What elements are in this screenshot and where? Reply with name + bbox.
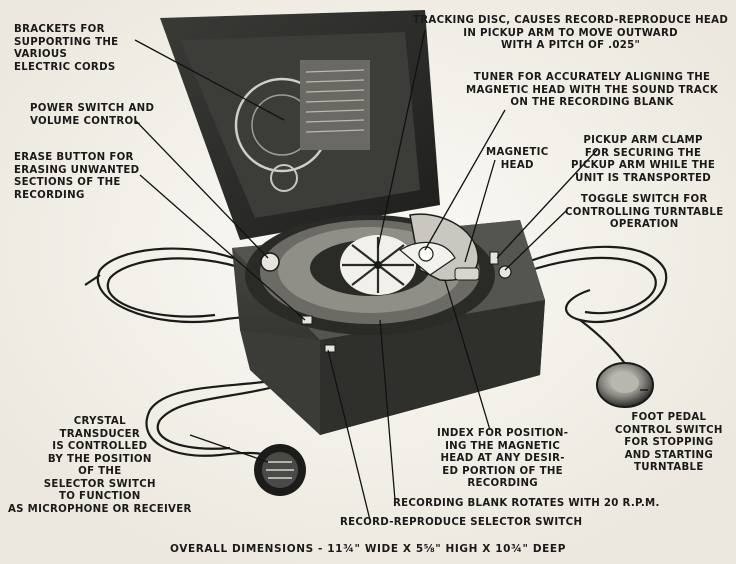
label-foot-pedal: FOOT PEDAL CONTROL SWITCH FOR STOPPING A… [615,412,723,473]
label-toggle-switch: TOGGLE SWITCH FOR CONTROLLING TURNTABLE … [565,194,724,230]
label-brackets: BRACKETS FOR SUPPORTING THE VARIOUS ELEC… [14,24,119,73]
label-index: INDEX FOR POSITION- ING THE MAGNETIC HEA… [437,428,569,489]
caption-overall-dimensions: OVERALL DIMENSIONS - 11¾" WIDE X 5⅝" HIG… [170,543,566,555]
label-tuner: TUNER FOR ACCURATELY ALIGNING THE MAGNET… [466,72,719,108]
case-lid [160,10,440,240]
label-selector-switch: RECORD-REPRODUCE SELECTOR SWITCH [340,517,583,528]
leader-lines [134,29,648,521]
transducer-cord [145,373,301,461]
foot-pedal [596,362,654,408]
label-recording-blank: RECORDING BLANK ROTATES WITH 20 R.P.M. [393,498,660,509]
label-crystal-transducer: CRYSTAL TRANSDUCER IS CONTROLLED BY THE … [8,416,192,515]
label-tracking-disc: TRACKING DISC, CAUSES RECORD-REPRODUCE H… [413,15,729,51]
pickup-arm [398,213,480,282]
label-power-switch: POWER SWITCH AND VOLUME CONTROL [30,103,155,127]
label-pickup-clamp: PICKUP ARM CLAMP FOR SECURING THE PICKUP… [571,135,716,184]
label-magnetic-head: MAGNETIC HEAD [486,147,549,171]
control-knobs [260,251,512,353]
tracking-disc [340,235,416,295]
label-erase-button: ERASE BUTTON FOR ERASING UNWANTED SECTIO… [14,152,140,201]
crystal-transducer [254,444,306,496]
